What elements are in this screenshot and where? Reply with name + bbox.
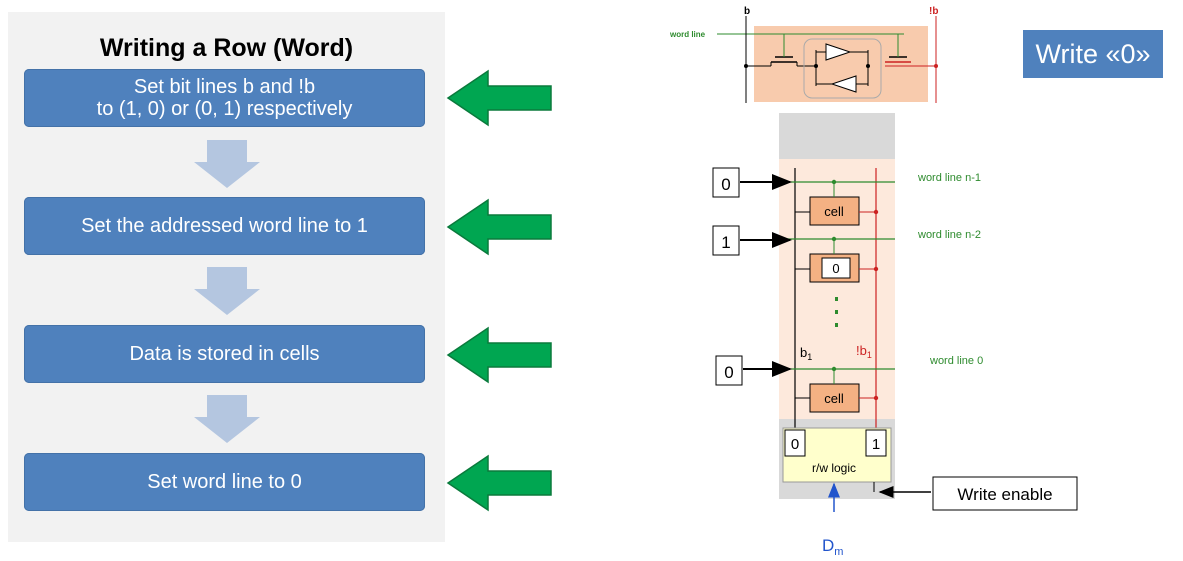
green-arrow-icon [446,326,552,384]
rw-right-value: 1 [872,436,880,453]
step-1-line-1: Set bit lines b and !b [133,76,316,98]
step-word-line-zero: Set word line to 0 [24,453,425,511]
array-top-gray [779,113,895,159]
step-data-stored: Data is stored in cells [24,325,425,383]
write-zero-badge: Write «0» [1023,30,1163,78]
rw-left-box [784,429,806,457]
word-line-label: word line n-2 [917,229,981,241]
input-value: 1 [721,233,730,252]
cell-value: 0 [832,261,839,276]
schematic-nb-label: !b [929,6,938,17]
input-value: 0 [724,363,733,382]
rw-right-box [865,429,887,457]
schematic-b-label: b [744,6,750,17]
rw-left-value: 0 [791,436,799,453]
step-1-line-2: to (1, 0) or (0, 1) respectively [96,98,353,120]
rw-logic-label: r/w logic [812,461,856,475]
schematic-word-line-label: word line [669,30,706,39]
cell-row-n-1 [809,196,860,226]
cell-label: cell [824,391,844,406]
memory-array: cell 0 b1 !b1 cell 0 1 [779,113,1078,558]
word-line-label: word line n-1 [917,172,981,184]
input-value: 0 [721,175,730,194]
step-set-word-line: Set the addressed word line to 1 [24,197,425,255]
step-3-line-1: Data is stored in cells [129,343,320,365]
word-line-label: word line 0 [929,355,983,367]
cell-label: cell [824,204,844,219]
dm-label: Dm [822,536,843,558]
nb1-label: !b1 [856,343,872,360]
step-2-line-1: Set the addressed word line to 1 [81,215,368,237]
green-arrow-icon [446,454,552,512]
flow-title: Writing a Row (Word) [99,34,354,62]
input-values: 0 1 0 [712,167,792,386]
green-arrow-icon [446,69,552,127]
ellipsis-dot [835,323,838,327]
input-box [712,225,740,256]
input-box [715,355,743,386]
write-enable-box [932,476,1078,511]
down-arrow-icon [194,140,260,188]
cell-value-box [821,257,851,279]
ellipsis-dot [835,297,838,301]
down-arrow-icon [194,395,260,443]
input-box [712,167,740,198]
ellipsis-dot [835,310,838,314]
latch-outline [803,38,882,99]
green-arrow-icon [446,198,552,256]
write-enable-label: Write enable [957,485,1052,504]
sram-cell-schematic: b !b word line [669,6,938,103]
step-4-line-1: Set word line to 0 [147,471,302,493]
cell-row-0 [809,383,860,413]
flow-panel: Writing a Row (Word) Set bit lines b and… [8,12,445,542]
schematic-background [754,26,928,102]
step-set-bit-lines: Set bit lines b and !b to (1, 0) or (0, … [24,69,425,127]
b1-label: b1 [800,345,812,362]
down-arrow-icon [194,267,260,315]
